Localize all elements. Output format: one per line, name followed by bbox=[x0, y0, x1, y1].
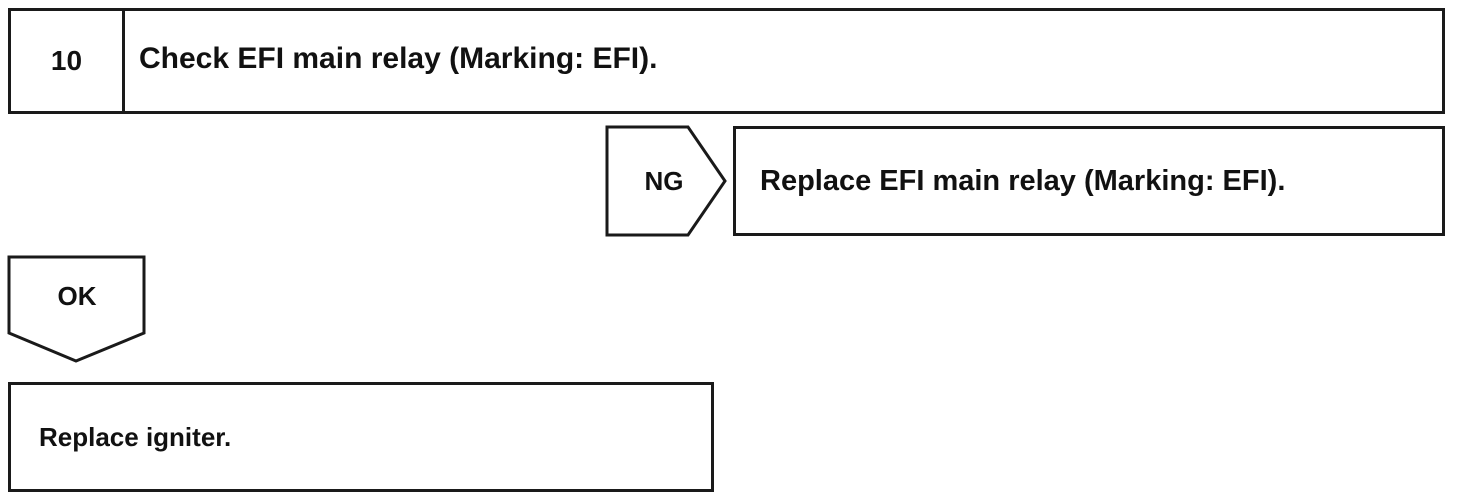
ng-action-box: Replace EFI main relay (Marking: EFI). bbox=[733, 126, 1445, 236]
ng-arrow-outline bbox=[605, 125, 727, 237]
ok-label: OK bbox=[57, 280, 97, 311]
ng-action-text: Replace EFI main relay (Marking: EFI). bbox=[760, 164, 1286, 197]
ng-label: NG bbox=[644, 165, 684, 196]
ok-action-box: Replace igniter. bbox=[8, 382, 714, 492]
ok-arrow-outline bbox=[7, 255, 146, 363]
ok-action-text: Replace igniter. bbox=[39, 421, 232, 452]
step-title: Check EFI main relay (Marking: EFI). bbox=[139, 42, 658, 75]
step-number: 10 bbox=[11, 11, 125, 111]
step-box: 10 Check EFI main relay (Marking: EFI). bbox=[8, 8, 1445, 114]
